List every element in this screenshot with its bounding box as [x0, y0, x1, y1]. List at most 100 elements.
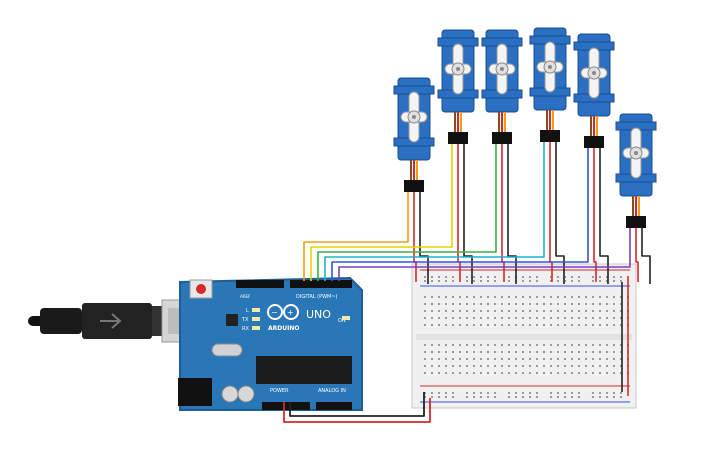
rail-hole [508, 280, 510, 282]
breadboard-hole [501, 358, 503, 360]
arduino-5v-wire [283, 398, 431, 423]
breadboard-hole [438, 372, 440, 374]
breadboard-hole [578, 344, 580, 346]
servo-connector [404, 180, 424, 192]
breadboard-hole [592, 344, 594, 346]
breadboard-hole [592, 351, 594, 353]
rail-hole [487, 392, 489, 394]
breadboard-hole [585, 317, 587, 319]
servo-connector [540, 130, 560, 142]
breadboard-hole [452, 372, 454, 374]
rail-hole [529, 280, 531, 282]
breadboard-hole [508, 351, 510, 353]
breadboard-hole [508, 324, 510, 326]
rail-hole [515, 392, 517, 394]
rail-hole [571, 280, 573, 282]
rail-hole [578, 280, 580, 282]
breadboard-hole [564, 372, 566, 374]
servo-shaft-center [634, 151, 638, 155]
servo-4 [529, 27, 571, 142]
breadboard-hole [459, 296, 461, 298]
breadboard-hole [438, 310, 440, 312]
breadboard-hole [466, 351, 468, 353]
rail-hole [550, 276, 552, 278]
breadboard-hole [571, 317, 573, 319]
rail-hole [529, 276, 531, 278]
usb-cable [28, 299, 201, 343]
breadboard-hole [501, 296, 503, 298]
breadboard-hole [480, 324, 482, 326]
breadboard-hole [571, 296, 573, 298]
breadboard-hole [431, 351, 433, 353]
breadboard-hole [564, 296, 566, 298]
rail-hole [487, 396, 489, 398]
rail-hole [466, 280, 468, 282]
breadboard-hole [424, 351, 426, 353]
breadboard-hole [564, 365, 566, 367]
breadboard-hole [620, 365, 622, 367]
breadboard-hole [508, 303, 510, 305]
breadboard-hole [536, 351, 538, 353]
breadboard-hole [557, 310, 559, 312]
rail-hole [522, 392, 524, 394]
breadboard-hole [473, 310, 475, 312]
breadboard-hole [550, 351, 552, 353]
breadboard-hole [620, 358, 622, 360]
power-jack [178, 378, 212, 406]
breadboard-hole [459, 351, 461, 353]
breadboard-hole [620, 310, 622, 312]
breadboard-hole [522, 303, 524, 305]
breadboard-hole [536, 317, 538, 319]
servo-shaft-center [456, 67, 460, 71]
rail-hole [536, 276, 538, 278]
ground-wire [463, 144, 473, 284]
board-model: UNO [306, 308, 331, 321]
servo-shaft-center [548, 65, 552, 69]
breadboard-hole [550, 344, 552, 346]
breadboard-hole [620, 324, 622, 326]
analog-label: ANALOG IN [318, 388, 346, 394]
breadboard-hole [424, 310, 426, 312]
reset-button[interactable] [196, 284, 206, 294]
breadboard-hole [501, 365, 503, 367]
breadboard-hole [494, 344, 496, 346]
rail-hole [431, 280, 433, 282]
rail-hole [473, 276, 475, 278]
breadboard-hole [445, 358, 447, 360]
breadboard-hole [564, 351, 566, 353]
breadboard-hole [592, 296, 594, 298]
breadboard-hole [445, 344, 447, 346]
breadboard-hole [515, 303, 517, 305]
breadboard-hole [452, 358, 454, 360]
breadboard-hole [459, 365, 461, 367]
breadboard-hole [571, 365, 573, 367]
breadboard-hole [578, 303, 580, 305]
breadboard-hole [424, 372, 426, 374]
breadboard-hole [452, 310, 454, 312]
servo-2 [437, 29, 479, 144]
capacitor-2 [237, 385, 255, 403]
breadboard-hole [438, 351, 440, 353]
breadboard-hole [494, 372, 496, 374]
breadboard [411, 263, 637, 409]
breadboard-hole [522, 351, 524, 353]
rail-hole [431, 392, 433, 394]
breadboard-hole [599, 310, 601, 312]
breadboard-hole [424, 365, 426, 367]
breadboard-hole [620, 351, 622, 353]
breadboard-hole [515, 296, 517, 298]
breadboard-hole [459, 317, 461, 319]
rail-hole [508, 392, 510, 394]
rail-hole [480, 392, 482, 394]
breadboard-hole [536, 365, 538, 367]
rail-hole [480, 396, 482, 398]
breadboard-hole [459, 324, 461, 326]
breadboard-hole [592, 310, 594, 312]
breadboard-hole [480, 303, 482, 305]
servo-5 [573, 33, 615, 148]
breadboard-hole [543, 358, 545, 360]
breadboard-hole [466, 365, 468, 367]
breadboard-hole [536, 303, 538, 305]
breadboard-hole [424, 358, 426, 360]
breadboard-hole [529, 351, 531, 353]
